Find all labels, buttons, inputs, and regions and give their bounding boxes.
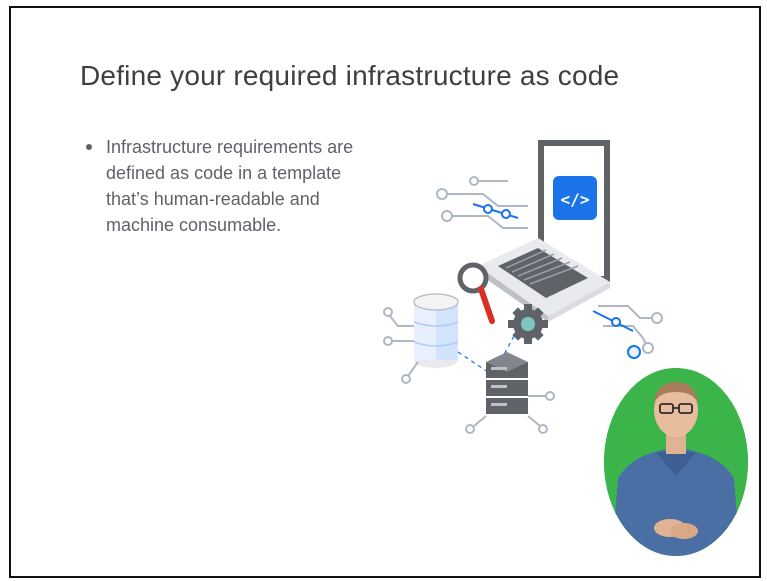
circuit-lines-database <box>383 307 419 384</box>
presenter-video-overlay <box>604 368 748 556</box>
laptop-code-icon: </> <box>476 140 610 322</box>
bullet-text: Infrastructure requirements are defined … <box>106 137 354 235</box>
bullet-list: Infrastructure requirements are defined … <box>84 134 384 238</box>
dashed-links <box>457 335 515 373</box>
bullet-dot <box>86 144 92 150</box>
code-symbol-icon: </> <box>561 190 590 209</box>
infrastructure-illustration: </> <box>383 140 663 434</box>
database-icon <box>413 293 459 368</box>
server-rack-icon <box>486 352 528 414</box>
circuit-lines-server <box>465 391 555 434</box>
circuit-lines-left-top <box>436 176 528 229</box>
presenter-figure <box>604 368 748 556</box>
magnifying-glass-icon <box>457 262 495 324</box>
slide-title: Define your required infrastructure as c… <box>80 60 620 91</box>
bullet-item: Infrastructure requirements are defined … <box>84 134 384 238</box>
gear-icon <box>508 304 548 344</box>
